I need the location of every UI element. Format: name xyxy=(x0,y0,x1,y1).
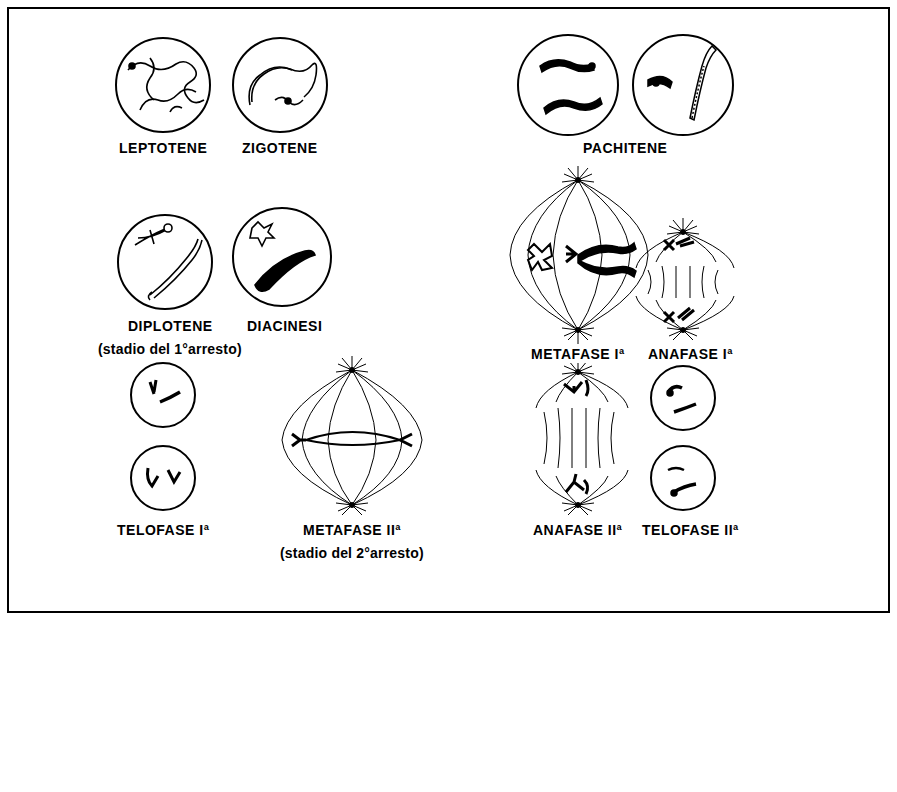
stage-label: ANAFASE IIª xyxy=(531,522,624,539)
aster-rays xyxy=(336,166,699,515)
chromosomes xyxy=(148,238,697,496)
stage-note: (stadio del 2°arresto) xyxy=(278,545,426,562)
stage-label: METAFASE IIª xyxy=(301,522,403,539)
stage-label: DIACINESI xyxy=(245,318,324,335)
stage-label: DIPLOTENE xyxy=(126,318,215,335)
stage-note: (stadio del 1°arresto) xyxy=(96,341,244,358)
chiasmata-chromosomes xyxy=(135,222,315,300)
stage-label: METAFASE Iª xyxy=(529,346,627,363)
stage-label: ANAFASE Iª xyxy=(646,346,735,363)
cell-circles xyxy=(116,35,733,510)
frame xyxy=(8,8,889,612)
stage-label: LEPTOTENE xyxy=(117,140,209,157)
stage-label: ZIGOTENE xyxy=(240,140,320,157)
stage-label: TELOFASE Iª xyxy=(115,522,211,539)
bivalent-chromosomes xyxy=(540,46,716,120)
chromosome-threads xyxy=(128,58,317,112)
stage-label: PACHITENE xyxy=(581,140,669,157)
spindle-fibres xyxy=(282,180,734,505)
stage-label: TELOFASE IIª xyxy=(640,522,741,539)
